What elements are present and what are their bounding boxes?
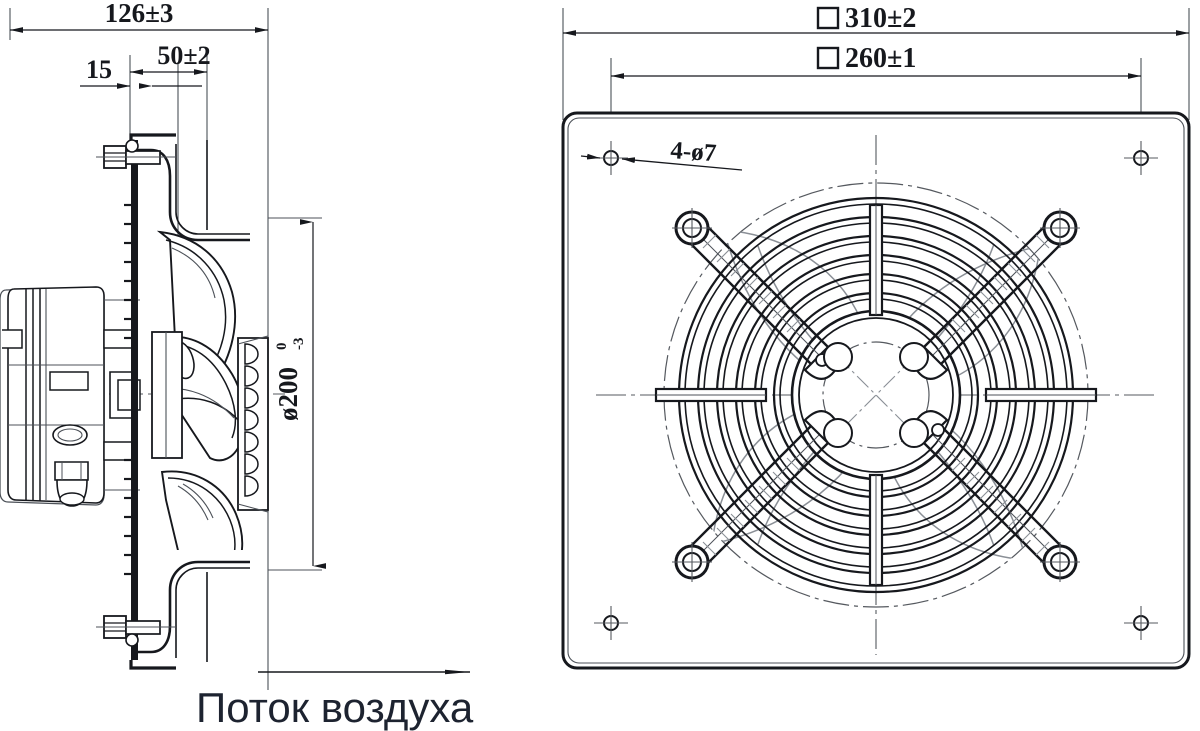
hub-boss-nw [823,342,853,372]
leader-line-4x7 [621,157,743,171]
hub-boss-sw [823,418,853,448]
strut-tr-edge-2 [940,235,1070,365]
strut-tr-edge-1 [923,218,1053,348]
bolt-head-bottom-flats [104,622,126,632]
strut-br-eye-cross [1040,542,1080,582]
strut-tl-center [690,226,820,356]
cable-gland-flats [61,462,82,480]
strut-tr-eye-cross [1040,208,1080,248]
dimension-label-50: 50±2 [157,41,210,70]
leader-mounting-holes: 4-ø7 [580,137,743,171]
blade-lower [160,470,244,550]
cable-gland-opening [59,492,85,506]
guard-grille-section [237,335,269,513]
strut-br-center [932,434,1062,564]
cable-gland-nut [54,461,89,481]
plate-top-return [129,133,176,140]
side-section-view: 126±3 50±2 15 ø200 0 -3 [0,0,326,690]
venturi-inner-lines [175,140,250,662]
terminal-box-tab [2,329,23,349]
leader-line-4x7-left [580,153,601,160]
guard-spokes-cardinal [654,203,1098,587]
blade-upper-edge [165,239,227,373]
plate-bottom-return [129,660,176,670]
motor-terminal-box [0,286,105,507]
dimension-label-15: 15 [86,55,112,84]
dimension-label-4x7: 4-ø7 [670,137,718,167]
mounting-plate-wall [131,140,138,660]
hub-fixing-bosses [823,342,929,448]
strut-br-rivet [931,423,945,437]
airflow-label: Поток воздуха [196,684,474,731]
square-symbol-310 [816,6,840,30]
hub-boss-se [899,418,929,448]
terminal-box-body [7,286,105,504]
dimension-overall-depth: 126±3 [10,0,268,33]
bolt-washer-bottom [125,633,139,647]
strut-br-edge-2 [940,425,1070,555]
mounting-hole-bottom-right [1124,606,1158,640]
strut-bl-center [690,434,820,564]
mounting-hole-top-right [1124,141,1158,175]
hub-diagonals [837,356,915,434]
strut-br-ladder [951,457,1050,556]
hub-body [151,331,183,459]
strut-br-edge-1 [923,442,1053,572]
motor-stud-lower [103,441,134,461]
mounting-bolt-top [96,139,176,169]
guard-grille-cells [244,343,259,497]
spoke-north [868,203,884,317]
strut-tl-edge-2 [682,235,812,365]
spoke-east [984,387,1098,403]
square-symbol-glyph-260 [816,46,840,70]
impeller-hub-section [151,331,183,459]
spoke-south [868,473,884,587]
hub-bolt-circle [822,341,930,449]
mounting-plate-inner-edge [567,117,1185,664]
blade-upper-rib [171,247,216,299]
strut-tr-ladder [951,234,1050,333]
mounting-bolt-bottom [96,615,176,647]
strut-bl-eye-cross [672,542,712,582]
bolt-washer-top [125,139,139,153]
diameter-tolerance-lower: -3 [291,338,307,351]
cable-gland [54,461,89,507]
terminal-box-lines [8,289,104,500]
strut-bl-ladder [702,457,801,556]
blade-lower-ribs [177,483,214,521]
strut-bl-edge-1 [699,442,829,572]
front-view: 310±2 260±1 [561,3,1191,670]
strut-tl-edge-1 [699,218,829,348]
dimension-flange-depth: 50±2 [130,41,211,75]
strut-tl-eye-cross [672,208,712,248]
square-symbol-260 [816,46,840,70]
dimension-hole-pitch: 260±1 [611,43,1141,79]
hub-boss-ne [899,342,929,372]
terminal-box-ribs [25,289,41,501]
spoke-west [654,387,768,403]
strut-tl-ladder [702,234,801,333]
dimension-label-260: 260±1 [845,43,916,74]
strut-tr-center [932,226,1062,356]
mounting-plate-section [124,133,176,670]
terminal-box-bracket [49,371,89,391]
dimension-plate-width: 310±2 [563,3,1189,36]
dimension-label-126: 126±3 [105,0,174,28]
bolt-head-top-flats [104,152,126,162]
airflow-annotation: Поток воздуха [196,669,474,731]
plate-hatch-ticks [124,203,138,576]
strut-bl-edge-2 [682,425,812,555]
guard-grille-diagonals [237,335,269,513]
blade-lower-edge [167,477,236,550]
terminal-box-port-inner [57,428,83,442]
mounting-hole-bottom-left [594,606,628,640]
strut-bottom-left [672,410,838,582]
dimension-label-310: 310±2 [845,3,916,34]
square-symbol-glyph-310 [816,6,840,30]
diameter-tolerance-upper: 0 [274,343,290,351]
dimension-lip-depth: 15 [80,55,202,89]
